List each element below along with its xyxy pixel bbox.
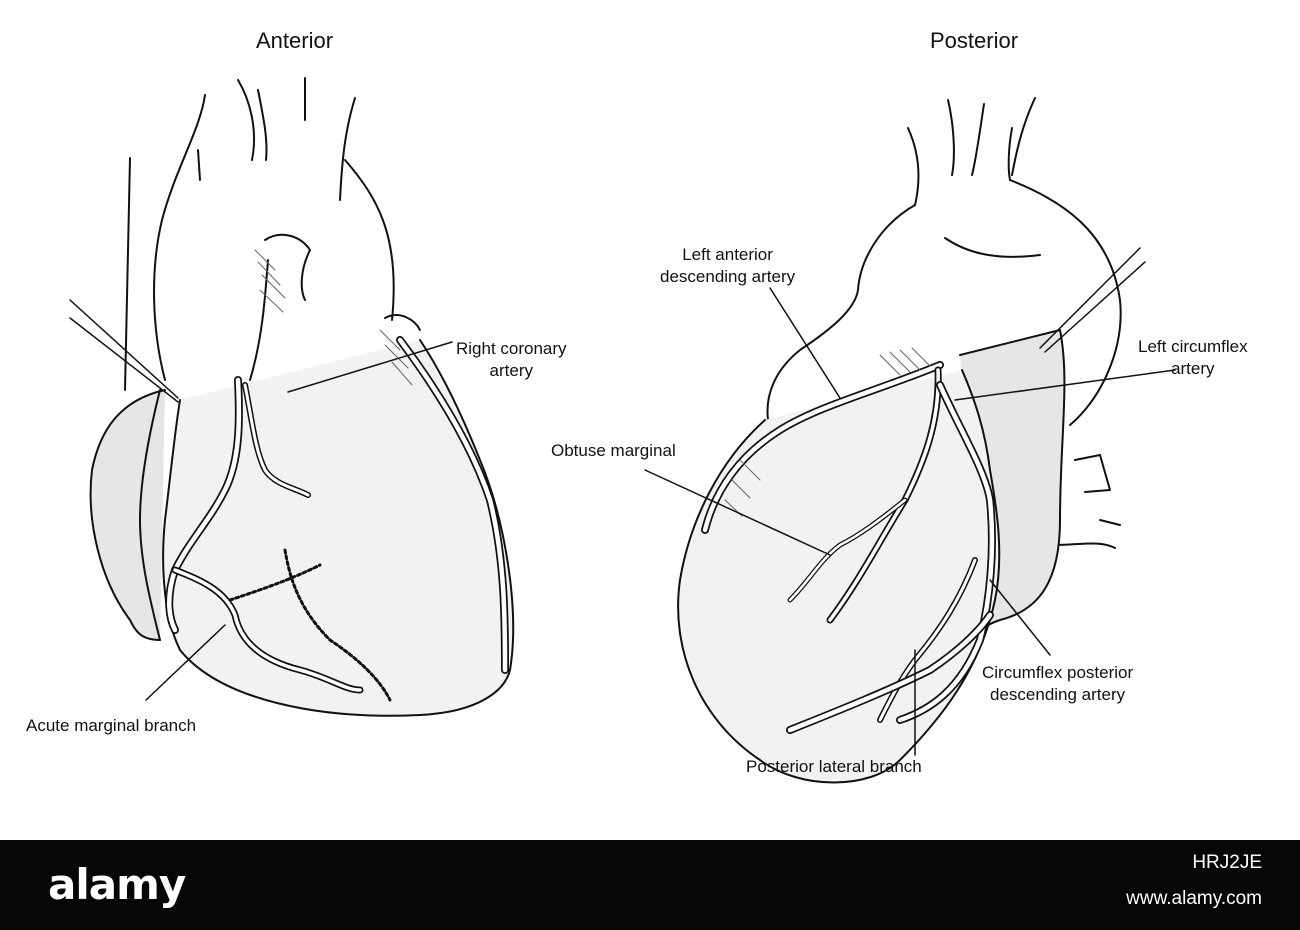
posterior-title: Posterior — [930, 28, 1019, 53]
anterior-heart — [69, 77, 515, 717]
anterior-title: Anterior — [256, 28, 334, 53]
label-right-coronary-artery: Right coronary artery — [456, 339, 567, 380]
leader-left-circumflex — [954, 369, 1176, 401]
leader-right-coronary — [287, 341, 453, 393]
site-url[interactable]: www.alamy.com — [1126, 888, 1262, 909]
footer-bar: alamy HRJ2JE www.alamy.com — [0, 840, 1300, 930]
leader-obtuse-marginal — [644, 469, 831, 556]
label-posterior-lateral-branch: Posterior lateral branch — [746, 757, 922, 776]
label-circumflex-posterior-descending-artery: Circumflex posterior descending artery — [982, 663, 1134, 704]
label-left-anterior-descending-artery: Left anterior descending artery — [660, 245, 796, 286]
image-id: HRJ2JE — [1192, 852, 1262, 873]
leader-circumflex-posterior-descending — [989, 579, 1051, 656]
label-left-circumflex-artery: Left circumflex artery — [1138, 337, 1248, 378]
leader-left-anterior-descending — [769, 287, 841, 399]
posterior-heart — [677, 97, 1146, 784]
brand-logo[interactable]: alamy — [48, 860, 186, 909]
right-coronary-artery-anterior — [165, 376, 364, 694]
heart-illustration — [69, 77, 1176, 784]
label-acute-marginal-branch: Acute marginal branch — [26, 716, 197, 735]
label-obtuse-marginal: Obtuse marginal — [551, 441, 676, 460]
leader-acute-marginal — [145, 624, 226, 701]
